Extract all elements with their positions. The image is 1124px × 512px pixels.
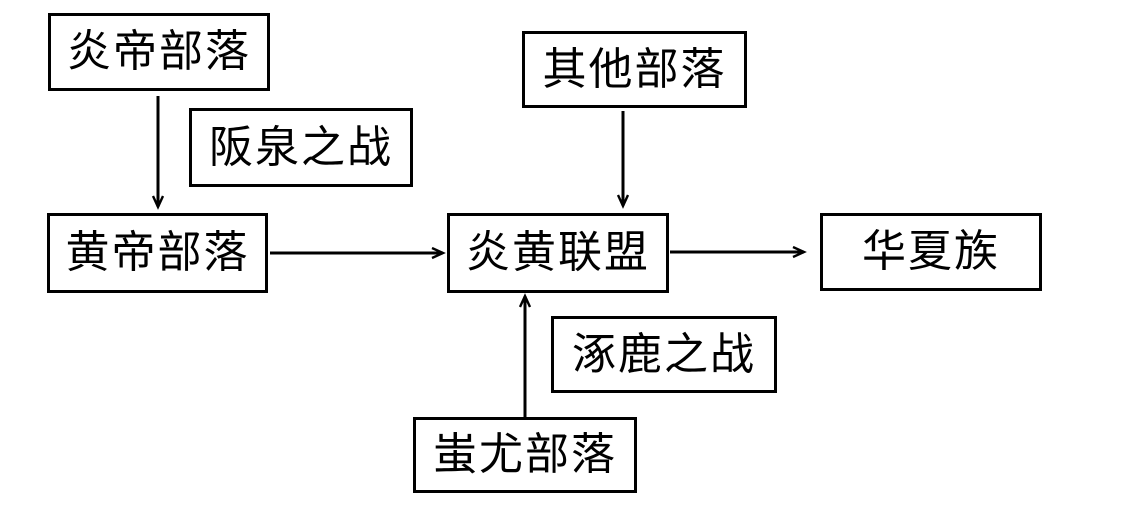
node-yandi-label: 炎帝部落 xyxy=(67,27,251,76)
banquan-label: 阪泉之战 xyxy=(209,122,393,172)
node-huangdi-label: 黄帝部落 xyxy=(65,228,250,277)
node-huangdi-tribe: 黄帝部落 xyxy=(47,213,268,293)
node-yandi-tribe: 炎帝部落 xyxy=(48,13,270,91)
node-huaxia-label: 华夏族 xyxy=(862,227,1000,276)
node-huaxia-people: 华夏族 xyxy=(820,213,1042,291)
node-chiyou-label: 蚩尤部落 xyxy=(433,430,617,479)
node-chiyou-tribe: 蚩尤部落 xyxy=(413,417,637,493)
edge-label-banquan-battle: 阪泉之战 xyxy=(189,108,413,187)
node-other-tribes-label: 其他部落 xyxy=(542,44,727,94)
zhuolu-label: 涿鹿之战 xyxy=(572,329,756,379)
node-yanhuang-alliance: 炎黄联盟 xyxy=(447,213,669,293)
node-other-tribes: 其他部落 xyxy=(522,31,747,108)
node-yanhuang-label: 炎黄联盟 xyxy=(466,228,650,277)
edge-label-zhuolu-battle: 涿鹿之战 xyxy=(551,316,777,393)
